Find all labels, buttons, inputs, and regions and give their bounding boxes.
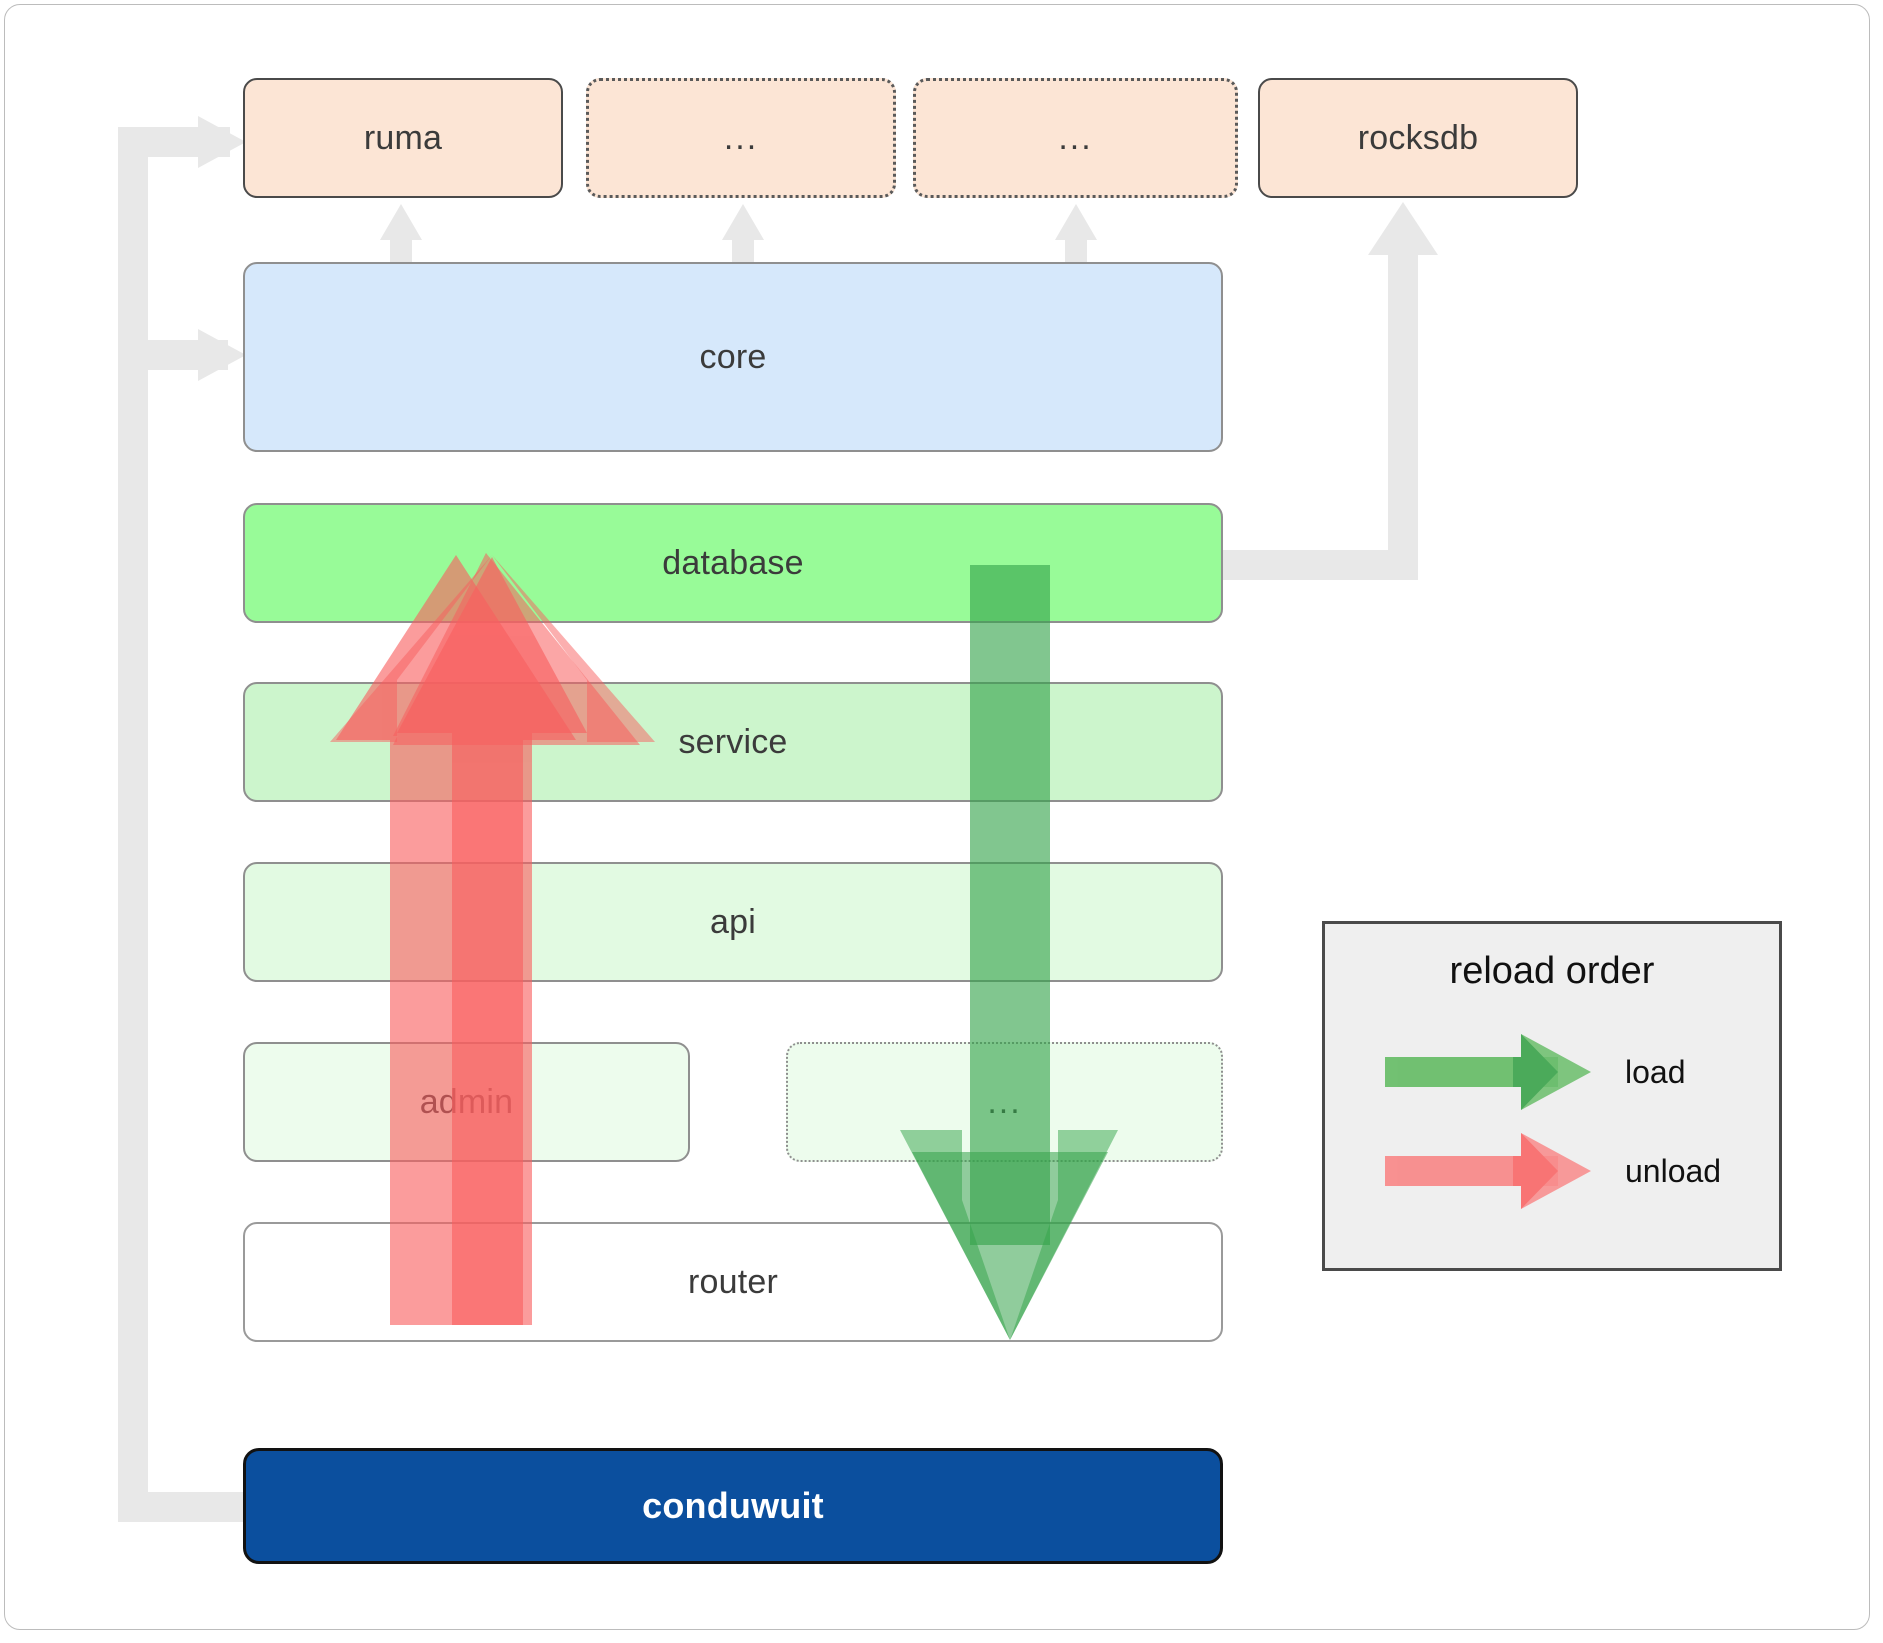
layer-box-placeholder[interactable]: ... bbox=[786, 1042, 1223, 1162]
dependency-label: ... bbox=[723, 118, 759, 157]
dependency-label: ruma bbox=[363, 118, 443, 157]
dependency-label: rocksdb bbox=[1357, 118, 1479, 157]
layer-box-database[interactable]: database bbox=[243, 503, 1223, 623]
layer-label: ... bbox=[987, 1082, 1022, 1121]
layer-box-core[interactable]: core bbox=[243, 262, 1223, 452]
layer-label: database bbox=[662, 543, 804, 582]
legend-load-arrow bbox=[1385, 1034, 1591, 1110]
layer-box-admin[interactable]: admin bbox=[243, 1042, 690, 1162]
dependency-label: ... bbox=[1058, 118, 1093, 157]
legend-panel: reload order load unload bbox=[1322, 921, 1782, 1271]
layer-box-service[interactable]: service bbox=[243, 682, 1223, 802]
legend-label-load: load bbox=[1625, 1054, 1686, 1090]
binary-box-conduwuit[interactable]: conduwuit bbox=[243, 1448, 1223, 1564]
layer-box-api[interactable]: api bbox=[243, 862, 1223, 982]
layer-label: core bbox=[699, 337, 767, 376]
dependency-box-rocksdb[interactable]: rocksdb bbox=[1258, 78, 1578, 198]
layer-box-router[interactable]: router bbox=[243, 1222, 1223, 1342]
binary-label: conduwuit bbox=[642, 1485, 824, 1526]
layer-label: router bbox=[687, 1262, 779, 1301]
dependency-box-placeholder-2[interactable]: ... bbox=[913, 78, 1238, 198]
legend-unload-arrow bbox=[1385, 1133, 1591, 1209]
dependency-box-placeholder-1[interactable]: ... bbox=[586, 78, 896, 198]
layer-label: service bbox=[678, 722, 788, 761]
diagram-frame bbox=[4, 4, 1870, 1630]
layer-label: admin bbox=[419, 1082, 514, 1121]
legend-label-unload: unload bbox=[1625, 1153, 1722, 1189]
legend-arrow-graphics bbox=[1385, 1034, 1591, 1209]
legend-title: reload order bbox=[1449, 950, 1655, 992]
dependency-box-ruma[interactable]: ruma bbox=[243, 78, 563, 198]
layer-label: api bbox=[710, 902, 756, 941]
